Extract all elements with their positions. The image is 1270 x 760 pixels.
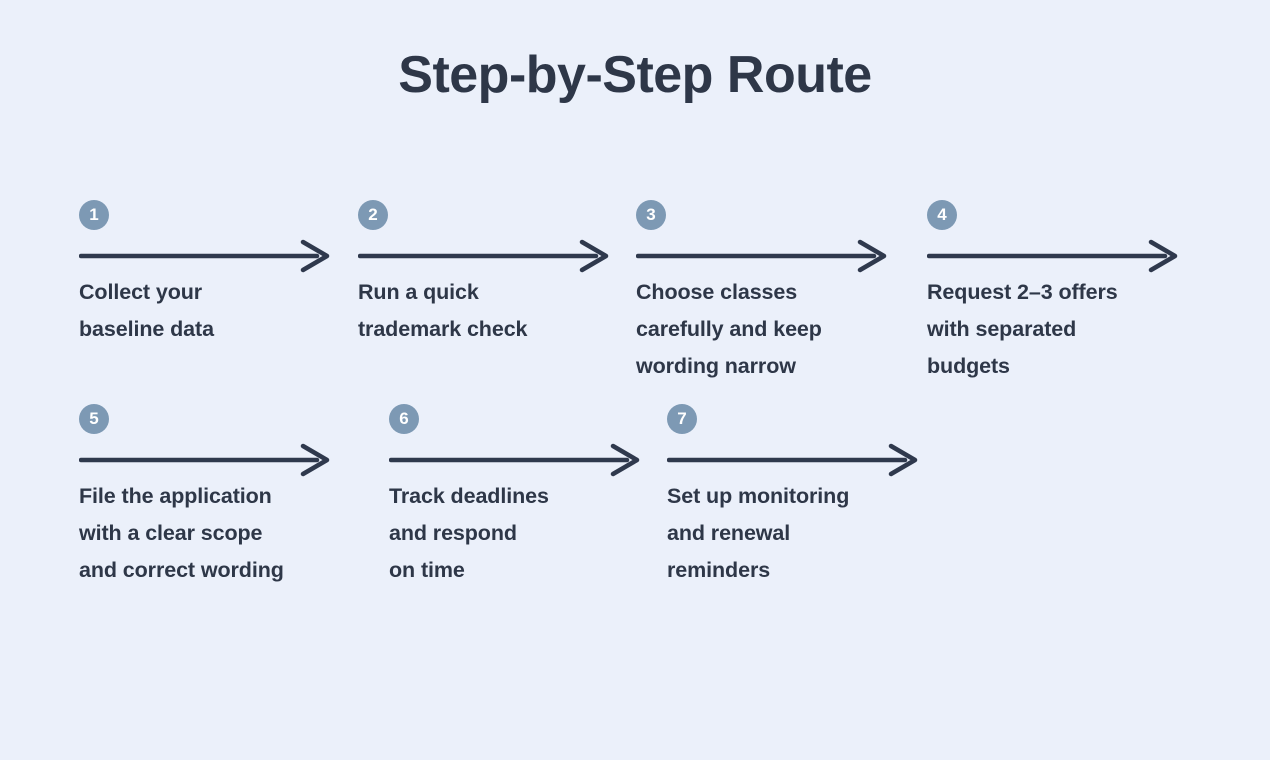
step-label-2: Run a quick trademark check	[358, 280, 528, 341]
step-item-2: 2 Run a quick trademark check	[358, 200, 636, 348]
step-label-6: Track deadlines and respond on time	[389, 484, 549, 582]
steps-row-2: 5 File the application with a clear scop…	[79, 404, 1270, 589]
step-item-6: 6 Track deadlines and respond on time	[389, 404, 667, 589]
step-number-badge-4: 4	[927, 200, 957, 230]
step-label-4: Request 2–3 offers with separated budget…	[927, 280, 1118, 378]
arrow-right-icon	[389, 443, 667, 477]
step-number-badge-5: 5	[79, 404, 109, 434]
step-item-7: 7 Set up monitoring and renewal reminder…	[667, 404, 952, 589]
step-label-7: Set up monitoring and renewal reminders	[667, 484, 850, 582]
step-item-1: 1 Collect your baseline data	[79, 200, 358, 348]
step-number-badge-3: 3	[636, 200, 666, 230]
step-number-badge-1: 1	[79, 200, 109, 230]
step-label-5: File the application with a clear scope …	[79, 484, 284, 582]
arrow-right-icon	[636, 239, 927, 273]
step-number-badge-6: 6	[389, 404, 419, 434]
arrow-right-icon	[927, 239, 1212, 273]
step-item-4: 4 Request 2–3 offers with separated budg…	[927, 200, 1212, 385]
steps-container: 1 Collect your baseline data 2	[0, 200, 1270, 589]
step-label-1: Collect your baseline data	[79, 280, 214, 341]
step-label-3: Choose classes carefully and keep wordin…	[636, 280, 822, 378]
arrow-right-icon	[79, 443, 389, 477]
step-item-5: 5 File the application with a clear scop…	[79, 404, 389, 589]
step-number-badge-7: 7	[667, 404, 697, 434]
step-item-3: 3 Choose classes carefully and keep word…	[636, 200, 927, 385]
step-number-badge-2: 2	[358, 200, 388, 230]
arrow-right-icon	[358, 239, 636, 273]
steps-row-1: 1 Collect your baseline data 2	[79, 200, 1270, 385]
arrow-right-icon	[667, 443, 952, 477]
page-title: Step-by-Step Route	[398, 46, 872, 104]
arrow-right-icon	[79, 239, 358, 273]
